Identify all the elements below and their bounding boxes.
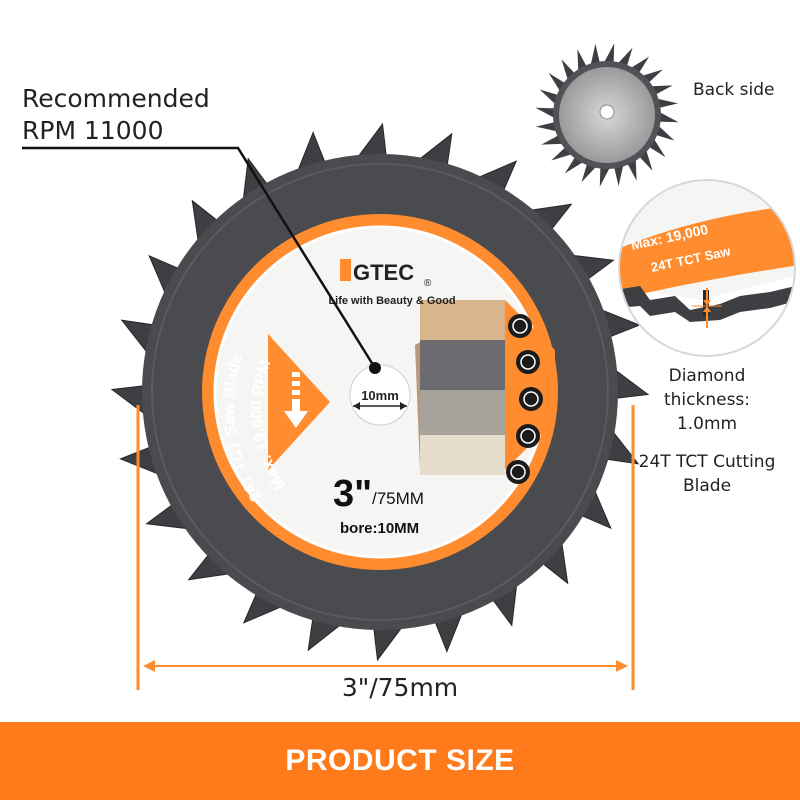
down-arrow-icon bbox=[284, 372, 308, 428]
brand-tagline: Life with Beauty & Good bbox=[328, 295, 455, 307]
diamond-thickness-line2: thickness: bbox=[663, 390, 751, 410]
blade-size-metric: /75MM bbox=[372, 489, 424, 508]
rpm-leader-line bbox=[22, 146, 377, 369]
diamond-thickness-line3: 1.0mm bbox=[676, 414, 738, 434]
brand-logo-mark bbox=[340, 259, 351, 281]
ear-protection-icon bbox=[516, 350, 540, 374]
goggles-icon bbox=[508, 314, 532, 338]
blade-size-large: 3" bbox=[333, 473, 372, 515]
footer-banner: PRODUCT SIZE bbox=[0, 722, 800, 800]
safety-icons bbox=[506, 314, 543, 484]
rpm-leader-dot bbox=[369, 362, 381, 374]
blade-bore-spec: bore:10MM bbox=[340, 520, 419, 537]
boots-icon bbox=[506, 460, 530, 484]
diamond-thickness-line1: Diamond bbox=[668, 366, 746, 386]
cutting-blade-label: 24T TCT Cutting Blade bbox=[632, 450, 782, 498]
brand-name: GTEC bbox=[353, 260, 414, 285]
cutting-blade-line2: Blade bbox=[682, 476, 732, 496]
recommended-rpm-label-line1: Recommended bbox=[22, 84, 210, 113]
width-dimension bbox=[136, 405, 635, 690]
bore-callout: 10mm bbox=[361, 388, 399, 403]
main-saw-blade: 10mm 24T TCT Saw Blade Max: 19,000 RPM G… bbox=[110, 122, 650, 662]
registered-mark: ® bbox=[424, 278, 432, 289]
diamond-thickness-label: Diamond thickness: 1.0mm bbox=[632, 364, 782, 436]
cutting-blade-line1: 24T TCT Cutting bbox=[638, 452, 776, 472]
width-dimension-label: 3"/75mm bbox=[341, 673, 459, 702]
mask-icon bbox=[519, 387, 543, 411]
material-photos bbox=[415, 300, 555, 475]
gloves-icon bbox=[516, 424, 540, 448]
diamond-thickness-detail: Max: 19,000 24T TCT Saw bbox=[618, 179, 796, 357]
footer-title: PRODUCT SIZE bbox=[285, 744, 515, 777]
recommended-rpm-label-line2: RPM 11000 bbox=[22, 116, 164, 145]
back-side-blade bbox=[535, 43, 679, 187]
back-side-label: Back side bbox=[693, 80, 775, 100]
